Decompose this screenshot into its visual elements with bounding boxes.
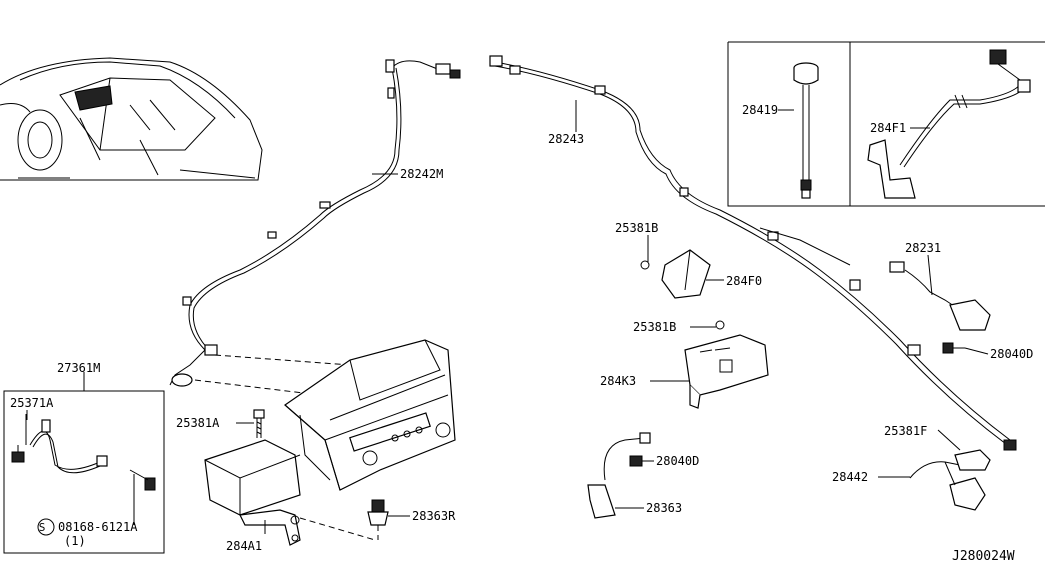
label-25381F: 25381F bbox=[884, 424, 927, 438]
label-28442: 28442 bbox=[832, 470, 868, 484]
label-28419: 28419 bbox=[742, 103, 778, 117]
bracket-28363 bbox=[587, 432, 651, 519]
diagram-id: J280024W bbox=[952, 549, 1015, 564]
label-28363: 28363 bbox=[646, 501, 682, 515]
label-28231: 28231 bbox=[905, 241, 941, 255]
label-25371A: 25371A bbox=[10, 396, 54, 410]
module-284F0 bbox=[640, 249, 711, 299]
label-284A1: 284A1 bbox=[226, 539, 262, 553]
label-25381A: 25381A bbox=[176, 416, 220, 430]
vehicle-illustration bbox=[0, 57, 263, 181]
label-284F0: 284F0 bbox=[726, 274, 762, 288]
control-module-284A1 bbox=[204, 439, 376, 546]
label-284K3: 284K3 bbox=[600, 374, 636, 388]
clip-28363R bbox=[367, 499, 389, 540]
label-25381B-upper: 25381B bbox=[615, 221, 658, 235]
label-28040D-upper: 28040D bbox=[990, 347, 1033, 361]
bracket-unit-284K3 bbox=[684, 320, 769, 409]
ground-cable-inset bbox=[3, 372, 165, 554]
label-25381B-lower: 25381B bbox=[633, 320, 676, 334]
leader-line bbox=[214, 354, 351, 366]
label-08168-6121A: 08168-6121A bbox=[58, 520, 138, 534]
antenna-feeder-cable bbox=[169, 59, 461, 387]
cable-28231 bbox=[889, 261, 991, 354]
label-27361M: 27361M bbox=[57, 361, 100, 375]
audio-head-unit bbox=[284, 339, 456, 491]
antenna-parts-inset bbox=[727, 41, 1045, 207]
label-08168-qty: (1) bbox=[64, 534, 86, 548]
label-28242M: 28242M bbox=[400, 167, 443, 181]
bolt-28040D-lower bbox=[629, 455, 652, 467]
label-08168-prefix: S bbox=[39, 521, 46, 534]
cable-28442 bbox=[909, 449, 991, 511]
label-28363R: 28363R bbox=[412, 509, 456, 523]
label-28040D-lower: 28040D bbox=[656, 454, 699, 468]
label-28243: 28243 bbox=[548, 132, 584, 146]
antenna-cable-28243 bbox=[489, 55, 1017, 451]
label-284F1: 284F1 bbox=[870, 121, 906, 135]
bolt-25381A bbox=[253, 409, 265, 438]
leader-line bbox=[194, 379, 321, 396]
leader-lines bbox=[26, 100, 989, 534]
